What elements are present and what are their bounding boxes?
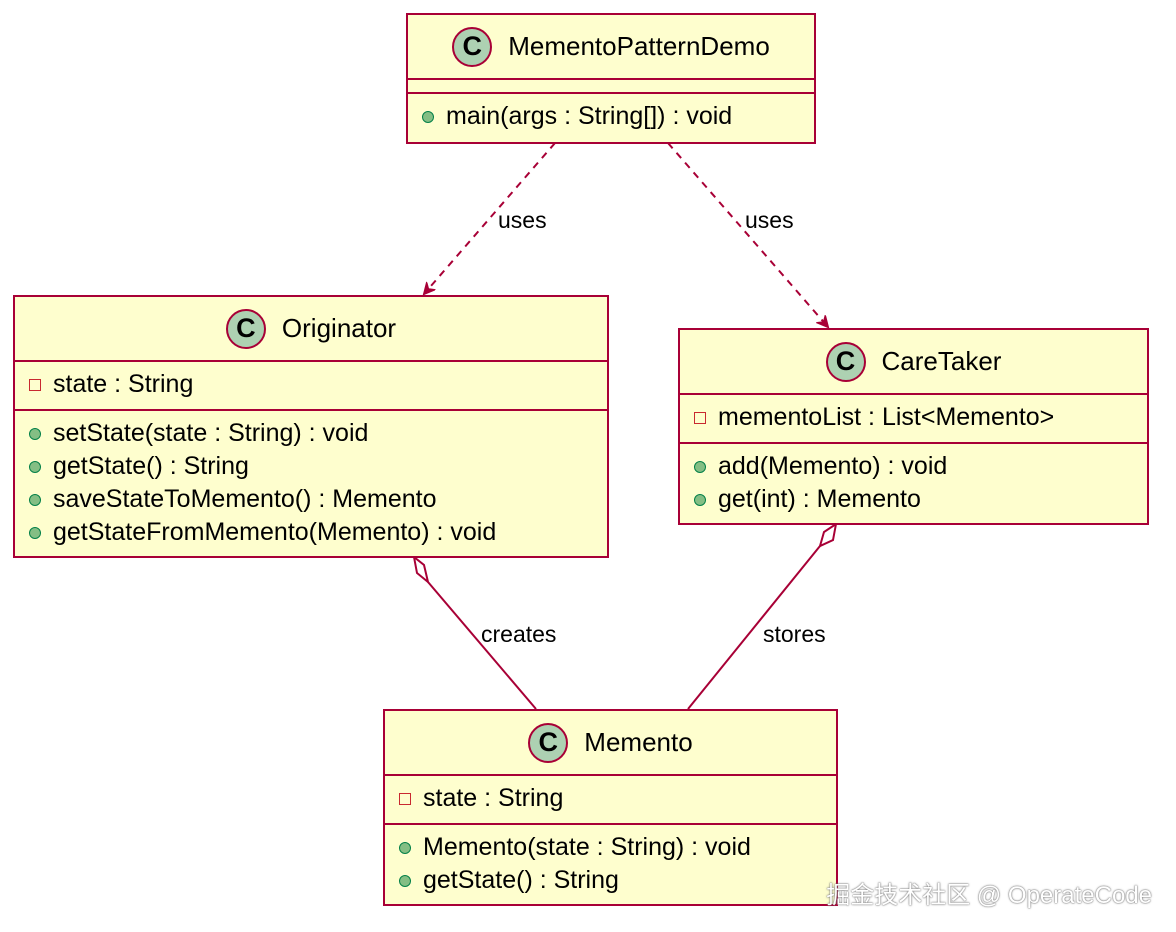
attributes-section: mementoList : List<Memento> <box>680 393 1147 442</box>
aggregation-line-caretaker-memento <box>687 545 821 710</box>
methods-section: setState(state : String) : void getState… <box>15 409 607 557</box>
public-icon <box>422 110 434 123</box>
public-icon <box>29 493 41 506</box>
public-icon <box>694 460 706 473</box>
watermark: 掘金技术社区 @ OperateCode <box>826 882 1152 909</box>
method-row: add(Memento) : void <box>694 450 1147 483</box>
aggregation-line-originator-memento <box>427 581 537 710</box>
methods-section: add(Memento) : void get(int) : Memento <box>680 442 1147 524</box>
relation-label-uses-caretaker: uses <box>745 207 794 233</box>
public-icon <box>694 493 706 506</box>
class-box-caretaker[interactable]: C CareTaker mementoList : List<Memento> … <box>678 328 1149 525</box>
attribute-text: mementoList : List<Memento> <box>718 403 1055 431</box>
method-text: main(args : String[]) : void <box>446 102 733 130</box>
class-name: CareTaker <box>881 346 1002 376</box>
method-text: add(Memento) : void <box>718 452 948 480</box>
public-icon <box>399 841 411 854</box>
method-row: getState() : String <box>399 864 836 897</box>
public-icon <box>399 874 411 887</box>
relation-label-creates: creates <box>481 621 557 647</box>
method-text: getState() : String <box>423 866 619 894</box>
class-icon: C <box>225 308 266 349</box>
method-row: get(int) : Memento <box>694 483 1147 516</box>
private-icon <box>399 792 411 805</box>
method-text: setState(state : String) : void <box>53 419 369 447</box>
methods-section: main(args : String[]) : void <box>408 92 814 141</box>
method-text: getState() : String <box>53 452 249 480</box>
method-row: Memento(state : String) : void <box>399 831 836 864</box>
dependency-line-demo-caretaker <box>667 142 828 327</box>
class-header: C Originator <box>15 297 607 360</box>
methods-section: Memento(state : String) : void getState(… <box>385 823 836 905</box>
method-row: main(args : String[]) : void <box>422 100 814 133</box>
class-name: Memento <box>584 727 693 757</box>
aggregation-diamond-caretaker <box>818 521 838 548</box>
attribute-row: state : String <box>399 782 836 815</box>
method-text: Memento(state : String) : void <box>423 833 751 861</box>
class-name: MementoPatternDemo <box>508 31 770 61</box>
aggregation-diamond-originator <box>412 554 430 585</box>
class-header: C CareTaker <box>680 330 1147 393</box>
public-icon <box>29 427 41 440</box>
method-text: saveStateToMemento() : Memento <box>53 485 437 513</box>
method-row: getState() : String <box>29 450 607 483</box>
method-row: setState(state : String) : void <box>29 417 607 450</box>
class-header: C MementoPatternDemo <box>408 15 814 78</box>
attributes-section: state : String <box>385 774 836 823</box>
public-icon <box>29 526 41 539</box>
attribute-row: mementoList : List<Memento> <box>694 401 1147 434</box>
attribute-text: state : String <box>423 784 564 812</box>
private-icon <box>694 411 706 424</box>
class-box-originator[interactable]: C Originator state : String setState(sta… <box>13 295 609 558</box>
class-box-memento[interactable]: C Memento state : String Memento(state :… <box>383 709 838 906</box>
relation-label-stores: stores <box>763 621 826 647</box>
attribute-text: state : String <box>53 370 194 398</box>
private-icon <box>29 378 41 391</box>
attributes-section <box>408 78 814 92</box>
method-row: saveStateToMemento() : Memento <box>29 483 607 516</box>
class-box-memento-pattern-demo[interactable]: C MementoPatternDemo main(args : String[… <box>406 13 816 144</box>
public-icon <box>29 460 41 473</box>
class-icon: C <box>528 722 569 763</box>
method-text: getStateFromMemento(Memento) : void <box>53 518 497 546</box>
class-icon: C <box>825 341 866 382</box>
attributes-section: state : String <box>15 360 607 409</box>
method-row: getStateFromMemento(Memento) : void <box>29 516 607 549</box>
attribute-row: state : String <box>29 368 607 401</box>
relation-label-uses-originator: uses <box>498 207 547 233</box>
class-header: C Memento <box>385 711 836 774</box>
class-icon: C <box>452 26 493 67</box>
method-text: get(int) : Memento <box>718 485 921 513</box>
class-name: Originator <box>281 313 397 343</box>
